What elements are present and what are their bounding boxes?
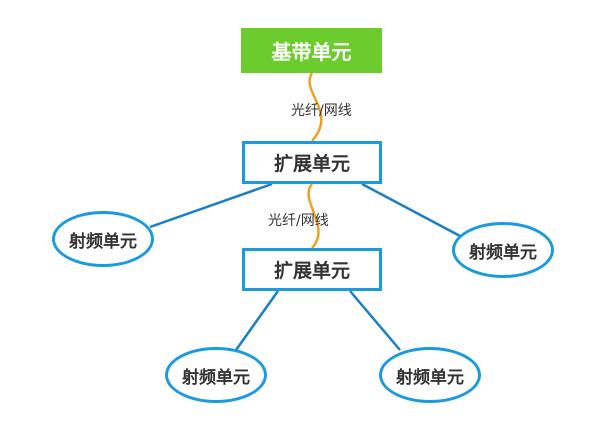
rf-link-3 bbox=[234, 290, 280, 351]
rf-node-2: 射频单元 bbox=[452, 222, 554, 278]
rf-node-1: 射频单元 bbox=[52, 211, 154, 267]
rf-link-1 bbox=[149, 182, 273, 229]
rf-link-4 bbox=[349, 290, 401, 351]
rf-node-3: 射频单元 bbox=[165, 347, 267, 403]
extension-node-1: 扩展单元 bbox=[242, 141, 382, 184]
rf-link-2 bbox=[361, 182, 461, 238]
fiber-link-bbu-to-extension bbox=[308, 72, 323, 142]
fiber-label-1: 光纤/网线 bbox=[291, 103, 352, 119]
fiber-label-2: 光纤/网线 bbox=[268, 213, 329, 229]
extension-node-2: 扩展单元 bbox=[242, 248, 382, 291]
fiber-link-extension-to-extension bbox=[307, 183, 320, 249]
bbu-node: 基带单元 bbox=[241, 28, 382, 73]
rf-node-4: 射频单元 bbox=[379, 347, 481, 403]
